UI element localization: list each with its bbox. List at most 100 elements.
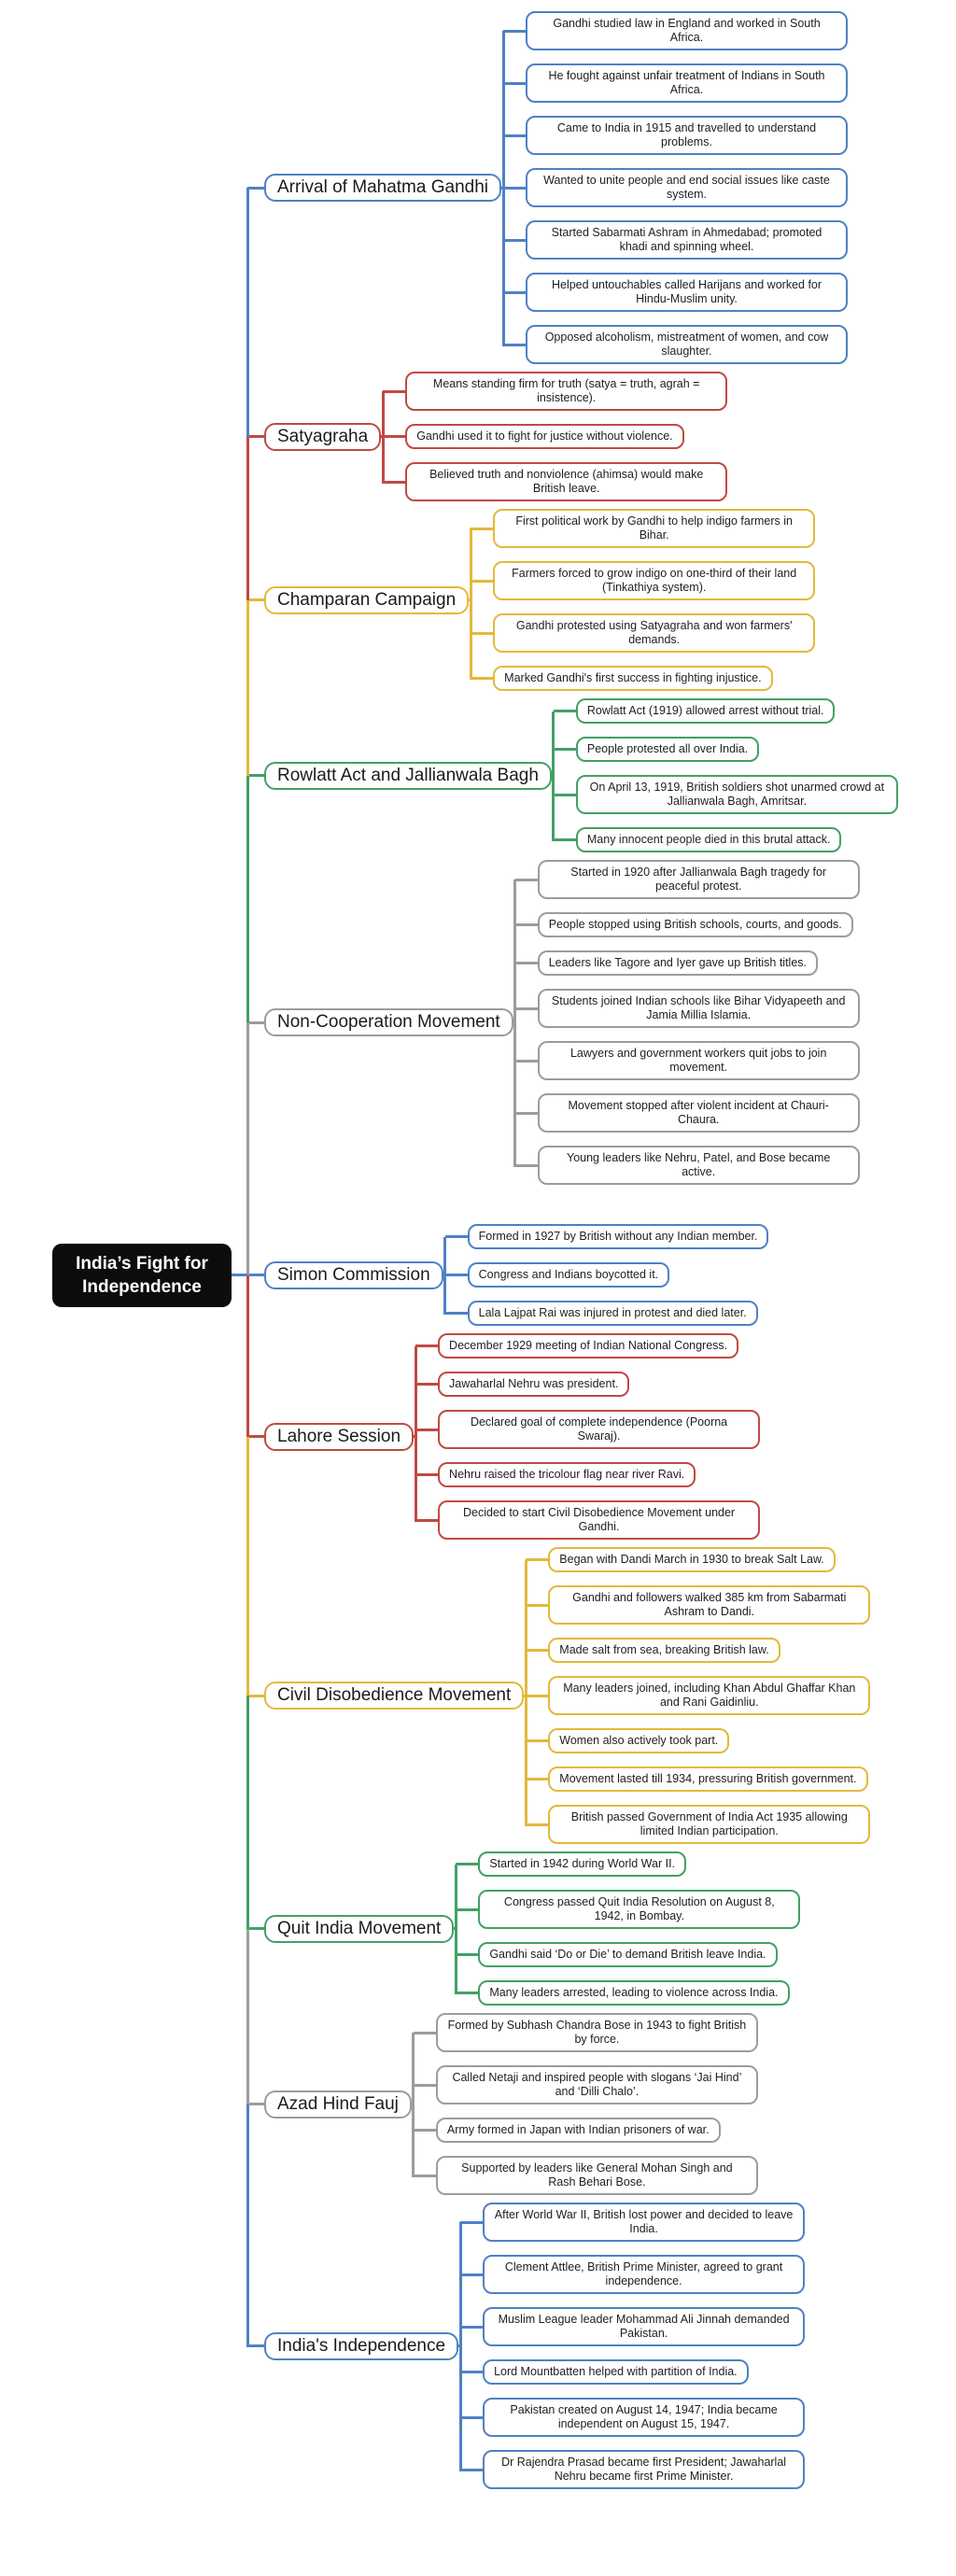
connector-line bbox=[526, 1823, 549, 1826]
leaf-node[interactable]: Started in 1920 after Jallianwala Bagh t… bbox=[537, 860, 860, 899]
leaf-node[interactable]: Decided to start Civil Disobedience Move… bbox=[438, 1500, 761, 1540]
leaf-node[interactable]: After World War II, British lost power a… bbox=[483, 2203, 806, 2242]
leaf-node[interactable]: First political work by Gandhi to help i… bbox=[493, 509, 816, 548]
leaf-node[interactable]: Farmers forced to grow indigo on one-thi… bbox=[493, 561, 816, 600]
branch-label[interactable]: Simon Commission bbox=[264, 1260, 443, 1289]
connector-line bbox=[247, 435, 264, 438]
leaf-node[interactable]: Means standing firm for truth (satya = t… bbox=[405, 372, 728, 411]
leaf-node[interactable]: Muslim League leader Mohammad Ali Jinnah… bbox=[483, 2307, 806, 2346]
leaf-node[interactable]: Women also actively took part. bbox=[548, 1728, 730, 1753]
leaf-node[interactable]: Helped untouchables called Harijans and … bbox=[526, 273, 848, 312]
connector-line bbox=[460, 2468, 484, 2471]
leaf-node[interactable]: Nehru raised the tricolour flag near riv… bbox=[438, 1462, 696, 1487]
leaf-node[interactable]: Congress and Indians boycotted it. bbox=[467, 1262, 670, 1288]
leaf-node[interactable]: Army formed in Japan with Indian prisone… bbox=[435, 2118, 721, 2143]
connector-line bbox=[471, 527, 494, 530]
leaf-node[interactable]: Many leaders joined, including Khan Abdu… bbox=[548, 1676, 871, 1715]
leaf-node[interactable]: People protested all over India. bbox=[575, 737, 760, 762]
branch-label[interactable]: India's Independence bbox=[264, 2331, 459, 2360]
connector-line bbox=[247, 2103, 264, 2105]
leaf-node[interactable]: Jawaharlal Nehru was president. bbox=[438, 1372, 630, 1397]
connector-line bbox=[444, 1312, 468, 1315]
connector-line bbox=[246, 599, 249, 777]
leaf-node[interactable]: Pakistan created on August 14, 1947; Ind… bbox=[483, 2398, 806, 2437]
branch-label[interactable]: Rowlatt Act and Jallianwala Bagh bbox=[264, 761, 552, 790]
leaf-node[interactable]: Started in 1942 during World War II. bbox=[478, 1851, 687, 1877]
branch-label[interactable]: Champaran Campaign bbox=[264, 585, 470, 614]
leaf-node[interactable]: Formed in 1927 by British without any In… bbox=[467, 1224, 769, 1249]
leaf-node[interactable]: Called Netaji and inspired people with s… bbox=[435, 2065, 758, 2104]
leaf-node[interactable]: Wanted to unite people and end social is… bbox=[526, 168, 848, 207]
connector-line bbox=[469, 528, 472, 680]
connector-line bbox=[246, 1928, 249, 2105]
leaf-node[interactable]: Congress passed Quit India Resolution on… bbox=[478, 1890, 801, 1929]
leaf-node[interactable]: Believed truth and nonviolence (ahimsa) … bbox=[405, 462, 728, 501]
connector-line bbox=[460, 2273, 484, 2276]
connector-line bbox=[526, 1649, 549, 1652]
connector-line bbox=[514, 878, 538, 881]
leaf-node[interactable]: Opposed alcoholism, mistreatment of wome… bbox=[526, 325, 848, 364]
connector-line bbox=[553, 710, 576, 712]
branch-label[interactable]: Azad Hind Fauj bbox=[264, 2090, 412, 2119]
branch-label[interactable]: Lahore Session bbox=[264, 1422, 415, 1451]
leaf-node[interactable]: Young leaders like Nehru, Patel, and Bos… bbox=[537, 1146, 860, 1185]
leaf-column: First political work by Gandhi to help i… bbox=[493, 509, 816, 691]
branch-label[interactable]: Non-Cooperation Movement bbox=[264, 1008, 513, 1036]
connector-line bbox=[503, 81, 526, 85]
leaf-node[interactable]: Made salt from sea, breaking British law… bbox=[548, 1638, 780, 1663]
leaf-node[interactable]: Many innocent people died in this brutal… bbox=[575, 827, 842, 852]
leaf-node[interactable]: Movement lasted till 1934, pressuring Br… bbox=[548, 1767, 868, 1792]
connector-line bbox=[444, 1235, 468, 1238]
branch-label[interactable]: Satyagraha bbox=[264, 422, 382, 451]
leaf-node[interactable]: Clement Attlee, British Prime Minister, … bbox=[483, 2255, 806, 2294]
branch-label[interactable]: Arrival of Mahatma Gandhi bbox=[264, 174, 501, 202]
connector-line bbox=[460, 2325, 484, 2329]
leaf-column: Formed in 1927 by British without any In… bbox=[467, 1224, 769, 1326]
leaf-node[interactable]: Lord Mountbatten helped with partition o… bbox=[483, 2359, 749, 2385]
leaf-node[interactable]: Lala Lajpat Rai was injured in protest a… bbox=[467, 1301, 758, 1326]
branch-quit-india-movement: Quit India Movement Started in 1942 duri… bbox=[264, 1851, 898, 2006]
leaf-node[interactable]: Many leaders arrested, leading to violen… bbox=[478, 1980, 790, 2006]
leaf-node[interactable]: Gandhi used it to fight for justice with… bbox=[405, 424, 684, 449]
leaf-node[interactable]: British passed Government of India Act 1… bbox=[548, 1805, 871, 1844]
leaf-node[interactable]: Gandhi said ‘Do or Die’ to demand Britis… bbox=[478, 1942, 778, 1967]
branch-civil-disobedience-movement: Civil Disobedience Movement Began with D… bbox=[264, 1547, 898, 1844]
leaf-node[interactable]: Leaders like Tagore and Iyer gave up Bri… bbox=[537, 950, 818, 976]
connector-line bbox=[415, 1344, 439, 1347]
connector-line bbox=[503, 134, 526, 137]
leaf-node[interactable]: December 1929 meeting of Indian National… bbox=[438, 1333, 739, 1358]
branch-label[interactable]: Quit India Movement bbox=[264, 1914, 455, 1943]
branch-label[interactable]: Civil Disobedience Movement bbox=[264, 1682, 525, 1710]
connector-line bbox=[526, 1603, 549, 1607]
leaf-node[interactable]: Started Sabarmati Ashram in Ahmedabad; p… bbox=[526, 220, 848, 260]
leaf-node[interactable]: Supported by leaders like General Mohan … bbox=[435, 2156, 758, 2195]
connector-line bbox=[414, 1345, 417, 1522]
leaf-node[interactable]: On April 13, 1919, British soldiers shot… bbox=[575, 775, 898, 814]
leaf-node[interactable]: Students joined Indian schools like Biha… bbox=[537, 989, 860, 1028]
leaf-node[interactable]: Gandhi and followers walked 385 km from … bbox=[548, 1585, 871, 1625]
leaf-node[interactable]: Movement stopped after violent incident … bbox=[537, 1093, 860, 1133]
leaf-node[interactable]: Formed by Subhash Chandra Bose in 1943 t… bbox=[435, 2013, 758, 2052]
branch-rowlatt-act-and-jallianwala-bagh: Rowlatt Act and Jallianwala Bagh Rowlatt… bbox=[264, 698, 898, 852]
connector-line bbox=[513, 880, 517, 1167]
connector-line bbox=[383, 435, 406, 438]
leaf-node[interactable]: Dr Rajendra Prasad became first Presiden… bbox=[483, 2450, 806, 2489]
connector-line bbox=[232, 1274, 247, 1276]
connector-line bbox=[413, 2129, 436, 2132]
branch-azad-hind-fauj: Azad Hind Fauj Formed by Subhash Chandra… bbox=[264, 2013, 898, 2195]
leaf-node[interactable]: Gandhi protested using Satyagraha and wo… bbox=[493, 613, 816, 653]
leaf-node[interactable]: People stopped using British schools, co… bbox=[537, 912, 853, 937]
leaf-node[interactable]: He fought against unfair treatment of In… bbox=[526, 63, 848, 103]
leaf-node[interactable]: Marked Gandhi's first success in fightin… bbox=[493, 666, 773, 691]
connector-line bbox=[552, 711, 555, 841]
leaf-node[interactable]: Rowlatt Act (1919) allowed arrest withou… bbox=[575, 698, 836, 724]
leaf-node[interactable]: Came to India in 1915 and travelled to u… bbox=[526, 116, 848, 155]
leaf-node[interactable]: Gandhi studied law in England and worked… bbox=[526, 11, 848, 50]
connector-line bbox=[514, 1059, 538, 1063]
leaf-node[interactable]: Declared goal of complete independence (… bbox=[438, 1410, 761, 1449]
root-node[interactable]: India’s Fight for Independence bbox=[52, 1243, 232, 1307]
connector-line bbox=[503, 29, 526, 33]
leaf-node[interactable]: Began with Dandi March in 1930 to break … bbox=[548, 1547, 836, 1572]
leaf-node[interactable]: Lawyers and government workers quit jobs… bbox=[537, 1041, 860, 1080]
